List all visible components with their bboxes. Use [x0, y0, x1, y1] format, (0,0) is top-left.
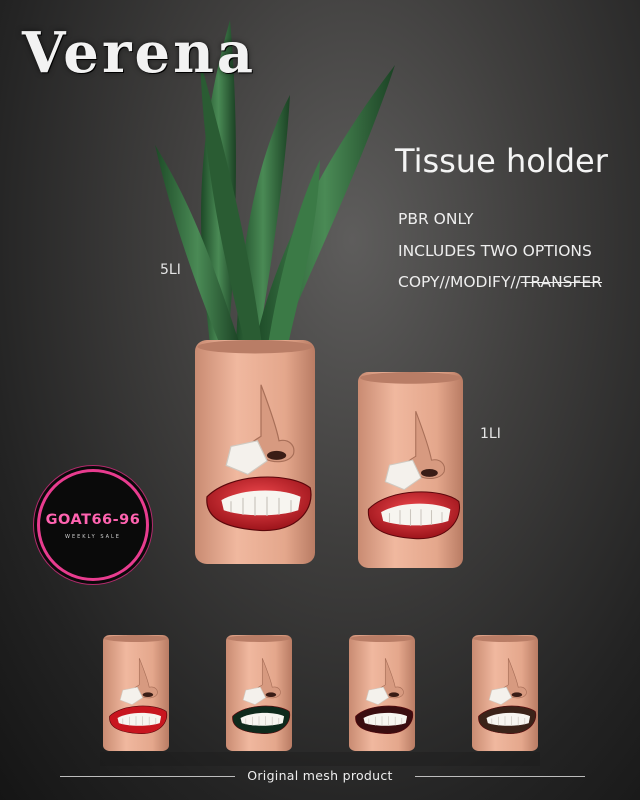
permissions-line: COPY//MODIFY//TRANSFER	[398, 273, 602, 291]
feature-pbr: PBR ONLY	[398, 210, 474, 228]
tissue-holder-icon	[357, 371, 464, 569]
tissue-holder-icon	[225, 634, 293, 752]
badge-title: GOAT66-96	[45, 512, 141, 528]
badge-subtitle: WEEKLY SALE	[65, 534, 121, 540]
snake-plant-icon	[155, 20, 395, 345]
footer-divider	[60, 776, 235, 777]
feature-options: INCLUDES TWO OPTIONS	[398, 242, 592, 260]
brand-logo: Verena	[22, 20, 257, 86]
land-impact-large: 5LI	[160, 262, 181, 278]
tissue-holder-icon	[102, 634, 170, 752]
permission-transfer: TRANSFER	[520, 273, 603, 291]
footer-note: Original mesh product	[247, 768, 393, 783]
permission-copy: COPY	[398, 273, 440, 291]
permission-modify: MODIFY	[449, 273, 511, 291]
product-title: Tissue holder	[395, 142, 608, 180]
tissue-holder-icon	[194, 339, 316, 565]
tissue-holder-icon	[348, 634, 416, 752]
permission-separator: //	[439, 273, 450, 291]
tissue-holder-icon	[471, 634, 539, 752]
sale-badge: GOAT66-96 WEEKLY SALE	[40, 472, 146, 578]
footer-divider	[415, 776, 585, 777]
permission-separator: //	[510, 273, 521, 291]
land-impact-small: 1LI	[480, 426, 501, 442]
